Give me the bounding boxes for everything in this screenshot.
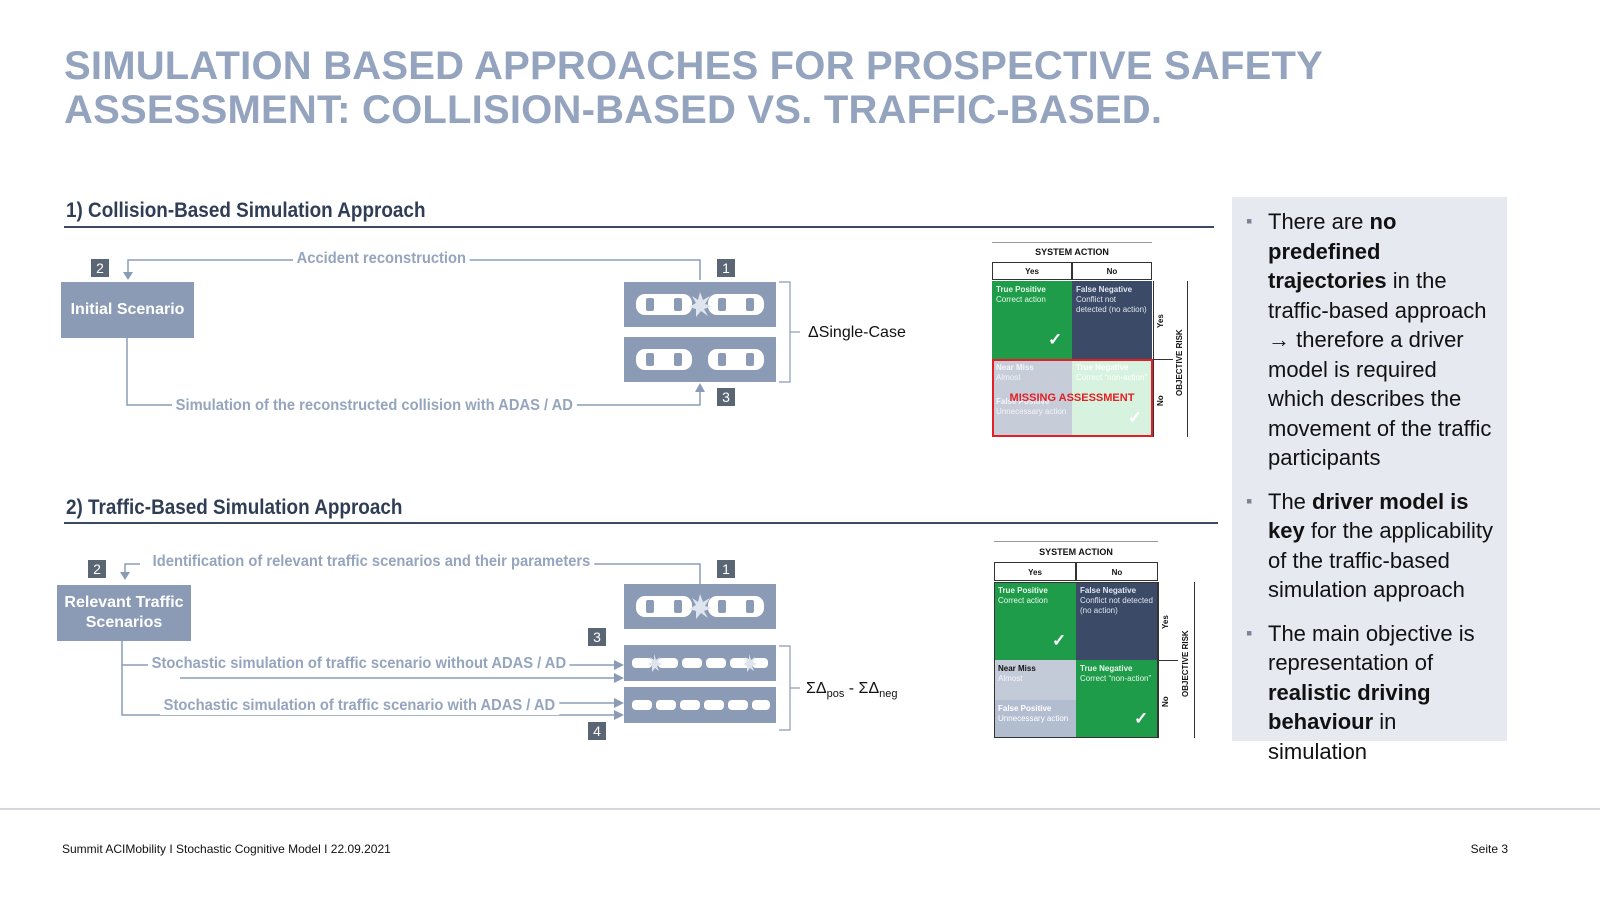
- traffic-collision-cars-box: [624, 584, 776, 629]
- matrix1-col-yes: Yes: [992, 262, 1072, 280]
- matrix1-fn-title: False Negative: [1076, 285, 1148, 295]
- delta-pos-subscript: pos: [827, 688, 845, 700]
- key-point-1: There are no predefined trajectories in …: [1246, 207, 1497, 473]
- matrix1-row-yes: Yes: [1156, 314, 1165, 328]
- key-points-panel: There are no predefined trajectories in …: [1232, 197, 1507, 741]
- step-number-2: 2: [88, 560, 106, 578]
- traffic-cars-crash-icon: [624, 645, 776, 681]
- key-point-1-post: in the traffic-based approach → therefor…: [1268, 268, 1491, 470]
- matrix2-col-no: No: [1076, 562, 1158, 581]
- matrix2-col-yes: Yes: [994, 562, 1076, 581]
- matrix2-frame: [994, 582, 1158, 738]
- step-number-3: 3: [588, 628, 606, 646]
- box-label-line-1: Relevant Traffic: [64, 593, 183, 613]
- matrix2-risk-rule: [1194, 582, 1195, 738]
- key-points-list: There are no predefined trajectories in …: [1232, 197, 1507, 766]
- accident-reconstruction-label: Accident reconstruction: [293, 250, 470, 268]
- step-number-3: 3: [717, 388, 735, 406]
- delta-single-case: ΔSingle-Case: [808, 324, 906, 342]
- matrix1-tp-title: True Positive: [996, 285, 1068, 295]
- matrix2-top-rule: [994, 541, 1158, 542]
- matrix1-true-positive: True Positive Correct action ✓: [992, 281, 1072, 359]
- matrix1-top-rule: [992, 242, 1152, 243]
- matrix1-col-no: No: [1072, 262, 1152, 280]
- with-adas-label: Stochastic simulation of traffic scenari…: [160, 697, 559, 715]
- collision-cars-icon: [624, 584, 776, 629]
- box-label-line-2: Scenarios: [86, 613, 162, 633]
- key-point-1-pre: There are: [1268, 209, 1370, 234]
- step-number-1: 1: [717, 560, 735, 578]
- step-number-1: 1: [717, 259, 735, 277]
- section1-rule: [64, 226, 1214, 228]
- matrix1-fn-sub: Conflict not detected (no action): [1076, 295, 1148, 315]
- matrix1-risk-rule: [1187, 281, 1188, 437]
- matrix2-row-no: No: [1161, 696, 1170, 707]
- key-point-3-pre: The main objective is representation of: [1268, 621, 1475, 676]
- confusion-matrix-2: SYSTEM ACTION Yes No True Positive Corre…: [994, 541, 1204, 741]
- collision-cars-icon: [624, 282, 776, 327]
- page-title: SIMULATION BASED APPROACHES FOR PROSPECT…: [64, 44, 1464, 132]
- step-number-2: 2: [91, 259, 109, 277]
- matrix1-risk-label: OBJECTIVE RISK: [1175, 329, 1184, 396]
- key-point-3-bold: realistic driving behaviour: [1268, 680, 1431, 735]
- matrix2-header: SYSTEM ACTION: [994, 547, 1158, 557]
- footer-text: Summit ACIMobility I Stochastic Cognitiv…: [62, 842, 391, 856]
- matrix1-tp-sub: Correct action: [996, 295, 1068, 305]
- identification-label: Identification of relevant traffic scena…: [149, 553, 594, 571]
- delta-sum-pos-symbol: ΣΔ: [806, 680, 827, 697]
- traffic-cars-icon: [624, 687, 776, 723]
- page-number: Seite 3: [1471, 842, 1508, 856]
- traffic-with-adas-cars-box: [624, 687, 776, 723]
- step-number-4: 4: [588, 722, 606, 740]
- key-point-2-pre: The: [1268, 489, 1312, 514]
- section2-rule: [64, 522, 1218, 524]
- matrix1-side-divider: [1153, 359, 1173, 360]
- confusion-matrix-1: SYSTEM ACTION Yes No True Positive Corre…: [992, 242, 1192, 442]
- relevant-traffic-scenarios-box: Relevant Traffic Scenarios: [57, 585, 191, 641]
- matrix2-row-yes: Yes: [1161, 615, 1170, 629]
- delta-sum-neg-symbol: - ΣΔ: [844, 680, 879, 697]
- simulated-cars-box: [624, 337, 776, 382]
- matrix1-false-negative: False Negative Conflict not detected (no…: [1072, 281, 1152, 359]
- reconstructed-simulation-label: Simulation of the reconstructed collisio…: [172, 397, 577, 415]
- matrix2-risk-label: OBJECTIVE RISK: [1181, 630, 1190, 697]
- key-point-3: The main objective is representation of …: [1246, 619, 1497, 767]
- section2-heading: 2) Traffic-Based Simulation Approach: [66, 496, 402, 520]
- footer-divider: [0, 808, 1600, 810]
- traffic-without-adas-cars-box: [624, 645, 776, 681]
- simulated-cars-icon: [624, 337, 776, 382]
- check-icon: ✓: [1048, 335, 1062, 345]
- without-adas-label: Stochastic simulation of traffic scenari…: [148, 655, 570, 673]
- matrix1-row-no: No: [1156, 395, 1165, 406]
- section1-heading: 1) Collision-Based Simulation Approach: [66, 199, 425, 223]
- missing-assessment-label: MISSING ASSESSMENT: [992, 392, 1152, 404]
- delta-neg-subscript: neg: [879, 688, 897, 700]
- matrix2-side-divider: [1158, 660, 1178, 661]
- delta-sum-formula: ΣΔpos - ΣΔneg: [806, 680, 897, 700]
- key-point-2: The driver model is key for the applicab…: [1246, 487, 1497, 605]
- collision-cars-box: [624, 282, 776, 327]
- title-line-2: ASSESSMENT: COLLISION-BASED VS. TRAFFIC-…: [64, 88, 1464, 132]
- matrix1-header: SYSTEM ACTION: [992, 247, 1152, 257]
- title-line-1: SIMULATION BASED APPROACHES FOR PROSPECT…: [64, 44, 1464, 88]
- initial-scenario-box: Initial Scenario: [61, 282, 194, 338]
